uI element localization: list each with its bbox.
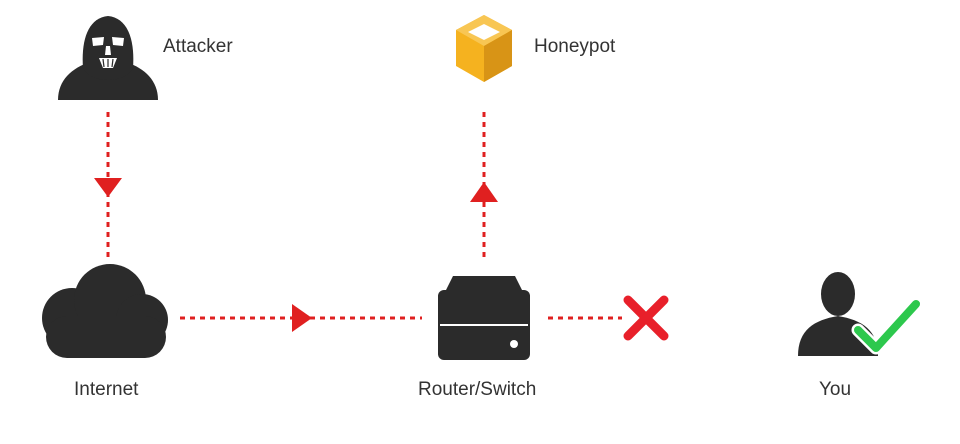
edge-router-honeypot [470, 112, 498, 258]
attacker-label: Attacker [163, 36, 233, 57]
honeypot-label: Honeypot [534, 36, 616, 57]
darth-vader-icon [58, 16, 158, 100]
honeypot-cube-icon [456, 15, 512, 82]
arrow-right-icon [292, 304, 312, 332]
edge-attacker-internet [94, 112, 122, 258]
router-icon [438, 276, 530, 360]
router-label: Router/Switch [418, 379, 537, 400]
cross-icon [623, 295, 669, 341]
arrow-up-icon [470, 182, 498, 202]
router-led-icon [510, 340, 518, 348]
edge-router-you [548, 295, 669, 341]
you-label: You [819, 379, 852, 400]
arrow-down-icon [94, 178, 122, 197]
internet-label: Internet [74, 379, 139, 400]
edge-internet-router [180, 304, 422, 332]
check-icon [854, 300, 920, 352]
cloud-icon [42, 264, 168, 358]
